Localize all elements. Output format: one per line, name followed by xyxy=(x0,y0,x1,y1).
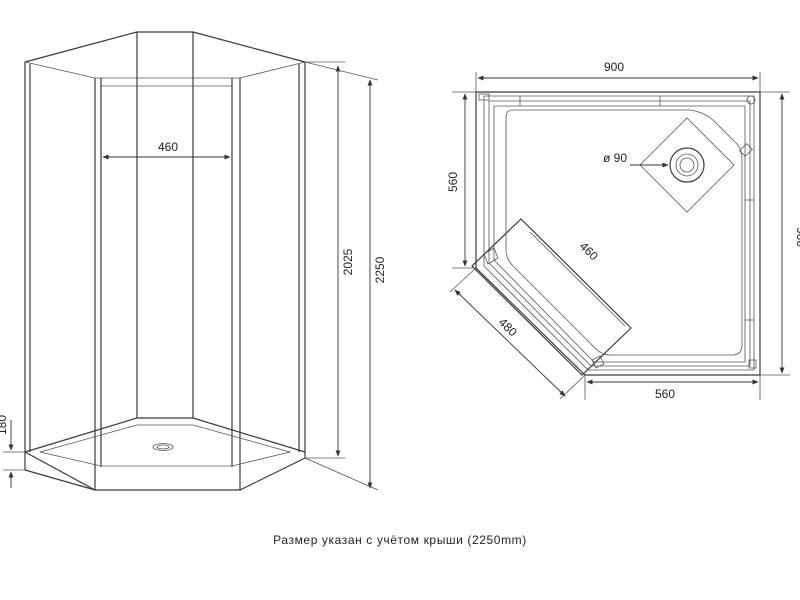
drain-label: ø 90 xyxy=(603,151,627,165)
plan-depth-label: 900 xyxy=(794,227,800,247)
bottom-side-label: 560 xyxy=(655,387,675,401)
height-total-label: 2250 xyxy=(373,256,387,283)
plan-view: ø 90 900 900 560 560 480 460 xyxy=(446,60,800,401)
front-panel-label: 480 xyxy=(496,315,520,339)
side-offset-label: 560 xyxy=(446,172,460,192)
elevation-view: 460 2025 2250 180 xyxy=(0,31,387,491)
caption: Размер указан с учётом крыши (2250mm) xyxy=(273,533,527,547)
plan-width-label: 900 xyxy=(604,60,624,74)
tray-height-label: 180 xyxy=(0,415,9,435)
height-no-roof-label: 2025 xyxy=(341,248,355,275)
door-width-label: 460 xyxy=(158,140,178,154)
inner-front-label: 460 xyxy=(577,239,601,263)
